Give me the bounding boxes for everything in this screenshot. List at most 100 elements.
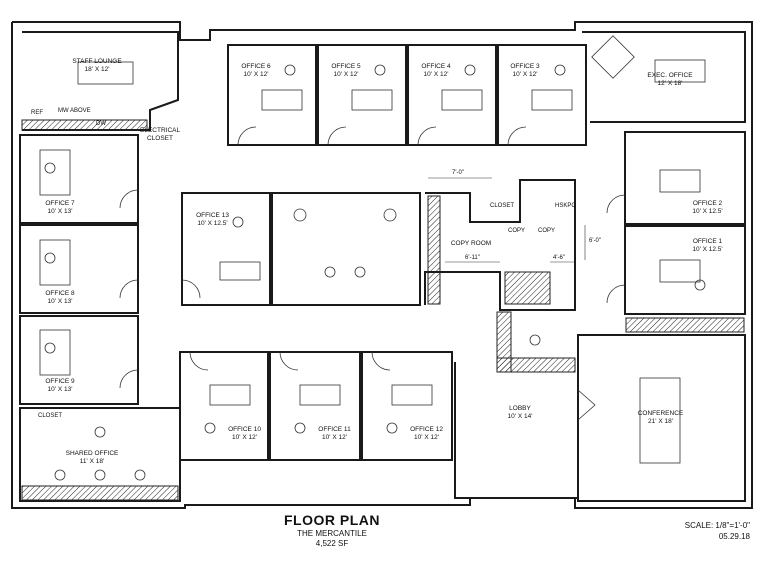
drawing-date: 05.29.18: [718, 532, 750, 541]
plan-title: FLOOR PLAN: [284, 512, 380, 528]
desk: [659, 169, 701, 193]
door-swing: [237, 126, 257, 146]
office12-wall: [361, 351, 453, 461]
chair: [44, 162, 56, 174]
chair: [44, 252, 56, 264]
conference-table: [639, 377, 681, 464]
office13-wall: [181, 192, 271, 306]
hatch-lounge-counter: [21, 119, 148, 131]
chair: [284, 64, 296, 76]
copy-room-wall: [424, 179, 576, 311]
desk: [654, 59, 706, 83]
room-label-office5: OFFICE 510' x 12': [331, 63, 361, 78]
label-closet-left: CLOSET: [38, 413, 63, 419]
label-copy-2: COPY: [538, 228, 556, 234]
hatch-shared-office: [21, 485, 179, 501]
room-label-copy-room: COPY ROOM: [450, 240, 492, 247]
desk: [219, 261, 261, 281]
office10-wall: [179, 351, 269, 461]
office4-wall: [407, 44, 497, 146]
chair: [94, 469, 106, 481]
chair: [134, 469, 146, 481]
hatch-conference: [625, 317, 745, 333]
label-dim-6: 6'-0": [589, 238, 601, 244]
room-label-office9: OFFICE 910' x 13': [45, 378, 75, 393]
hatch-lobby-desk: [496, 357, 576, 373]
door-swing: [279, 351, 299, 371]
hatch-copy-counter: [427, 195, 441, 305]
office8-wall: [19, 224, 139, 314]
staff-lounge-wall: [22, 31, 179, 131]
title-block: FLOOR PLAN THE MERCANTILE 4,522 SF: [262, 512, 402, 548]
office9-wall: [19, 315, 139, 405]
desk: [659, 259, 701, 283]
room-label-office7: OFFICE 710' x 13': [45, 200, 75, 215]
label-closet-right: CLOSET: [490, 203, 515, 209]
chair: [464, 64, 476, 76]
lobby-wall: [454, 335, 579, 499]
hatch-copy-cabinet: [504, 271, 551, 305]
scale-block: SCALE: 1/8"=1'-0" 05.29.18: [660, 520, 750, 542]
desk: [441, 89, 483, 111]
office5-wall: [317, 44, 407, 146]
door-swing: [119, 279, 139, 299]
toilet: [293, 208, 307, 222]
room-label-electrical-closet: ELECTRICAL CLOSET: [140, 127, 181, 142]
room-label-office3: OFFICE 310' x 12': [510, 63, 540, 78]
chair: [529, 334, 541, 346]
office7-wall: [19, 134, 139, 224]
door-swing: [606, 284, 626, 304]
desk: [531, 89, 573, 111]
door-swing: [507, 126, 527, 146]
room-label-office2: OFFICE 210' x 12.5': [692, 200, 723, 215]
desk: [39, 329, 71, 376]
door-swing: [181, 279, 201, 299]
sink: [354, 266, 366, 278]
office3-wall: [497, 44, 587, 146]
desk: [351, 89, 393, 111]
room-label-office4: OFFICE 410' x 12': [421, 63, 451, 78]
label-dw: DW: [96, 121, 106, 127]
door-swing: [327, 126, 347, 146]
room-label-office8: OFFICE 810' x 13': [45, 290, 75, 305]
label-copy-1: COPY: [508, 228, 526, 234]
door-swing: [606, 194, 626, 214]
restroom-core-wall: [271, 192, 421, 306]
label-dim-6-11: 6'-11": [465, 255, 480, 261]
chair: [374, 64, 386, 76]
office11-wall: [269, 351, 361, 461]
exterior-wall: [11, 21, 753, 509]
chair: [386, 422, 398, 434]
office6-wall: [227, 44, 317, 146]
chair: [554, 64, 566, 76]
chair: [232, 216, 244, 228]
desk: [209, 384, 251, 406]
chair: [204, 422, 216, 434]
office2-wall: [624, 131, 746, 225]
sink: [324, 266, 336, 278]
chair: [44, 342, 56, 354]
chair: [94, 426, 106, 438]
exec-office-wall: [582, 31, 746, 123]
lounge-table: [77, 61, 134, 85]
chair: [694, 279, 706, 291]
desk: [39, 239, 71, 286]
exec-table: [591, 35, 635, 79]
label-ref: REF: [31, 110, 43, 116]
project-name: THE MERCANTILE: [297, 529, 367, 538]
door-swing: [577, 389, 596, 421]
door-swing: [119, 369, 139, 389]
label-mw-above: MW ABOVE: [58, 108, 91, 114]
square-footage: 4,522 SF: [315, 539, 349, 548]
toilet: [383, 208, 397, 222]
chair: [54, 469, 66, 481]
chair: [294, 422, 306, 434]
door-swing: [119, 189, 139, 209]
